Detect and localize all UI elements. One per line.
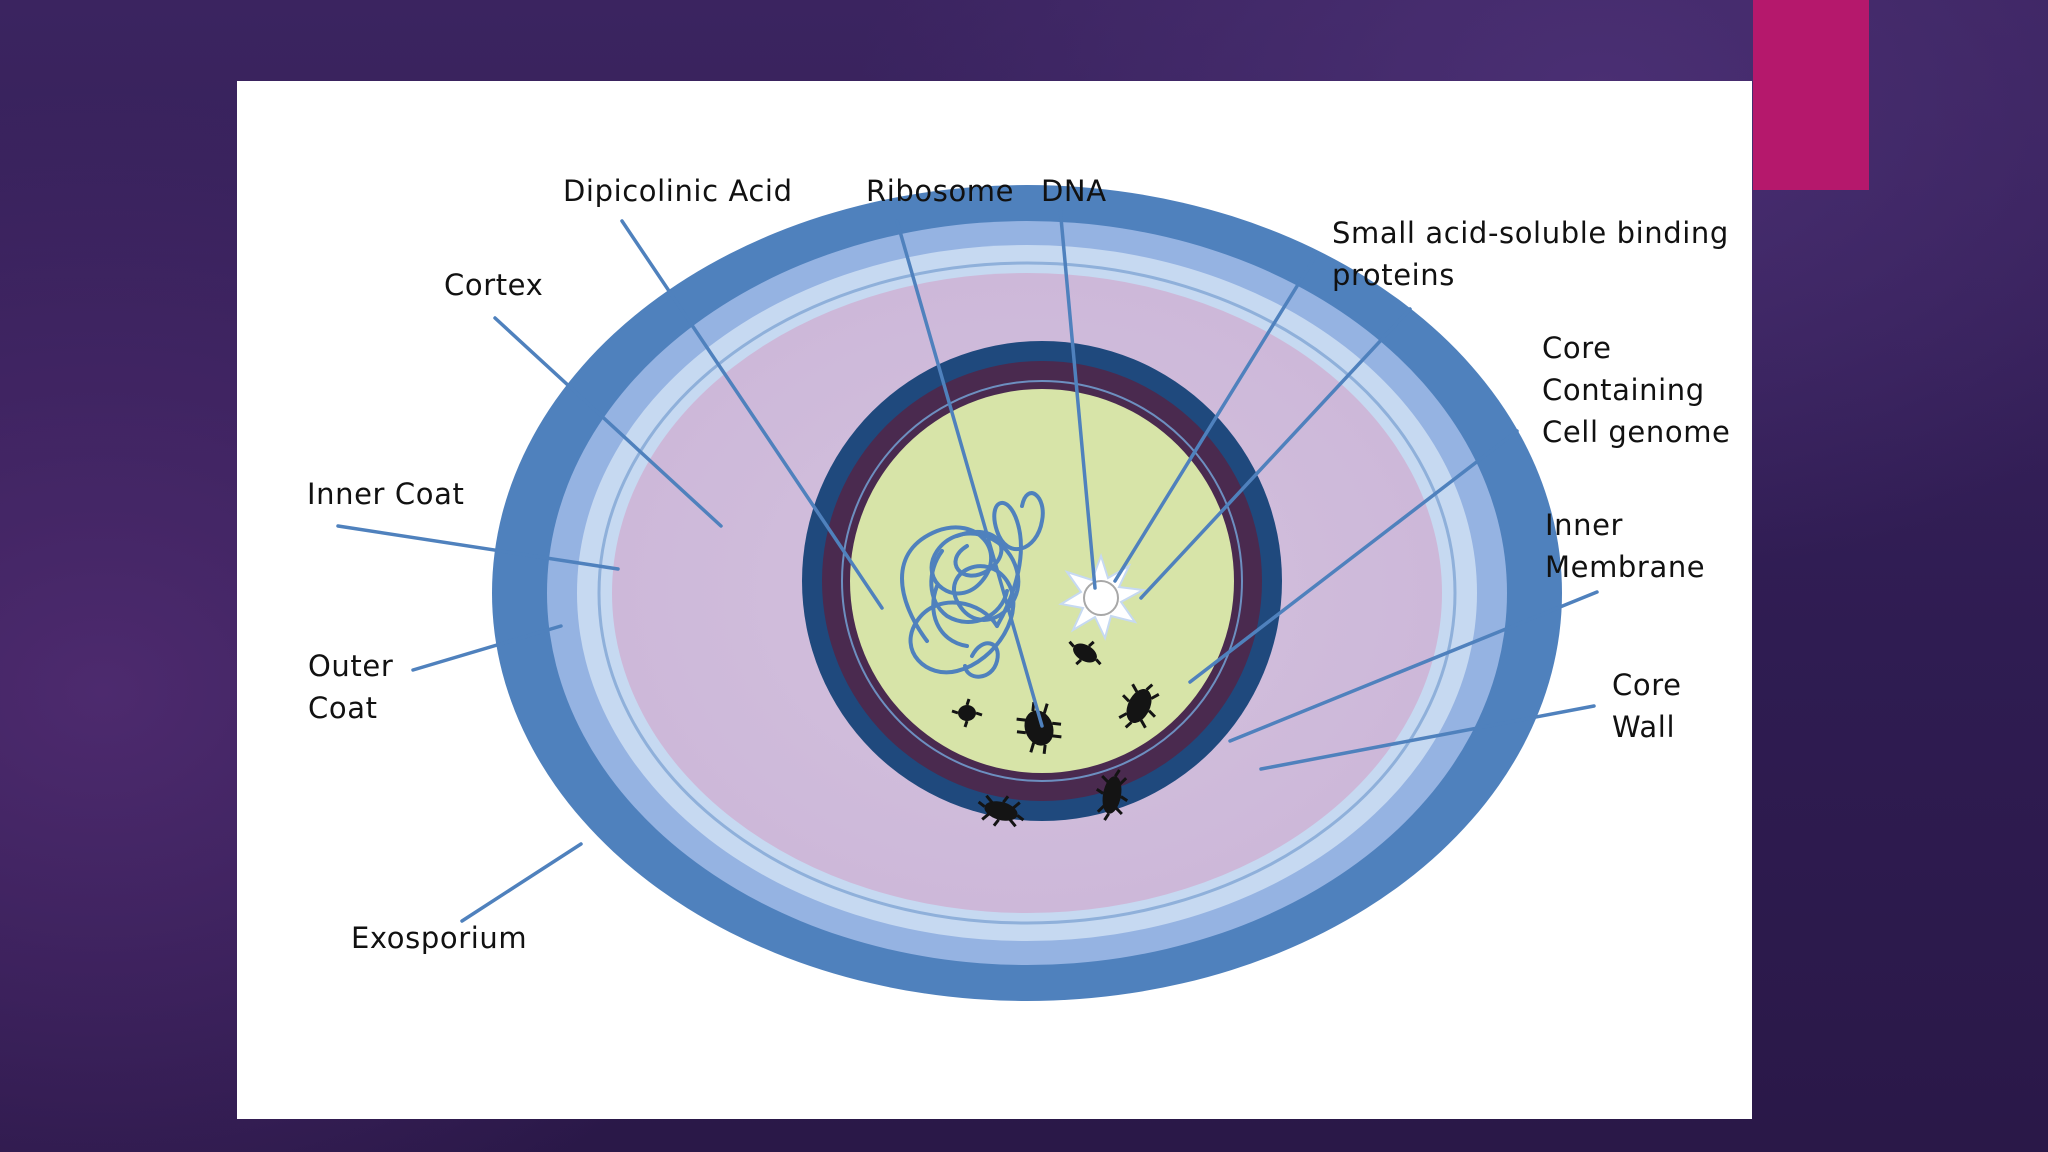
leader-dipicolinic-acid	[620, 219, 884, 610]
granule	[1068, 640, 1102, 666]
leader-inner-coat	[336, 524, 620, 571]
labels: Dipicolinic Acid Ribosome DNA Small acid…	[307, 174, 1739, 955]
spore-structure-diagram: Dipicolinic Acid Ribosome DNA Small acid…	[307, 174, 1739, 1001]
label-exosporium: Exosporium	[351, 921, 527, 955]
leader-exosporium	[460, 842, 583, 923]
label-dipicolinic-acid: Dipicolinic Acid	[563, 174, 793, 208]
ribosome-granules	[951, 640, 1160, 828]
label-core-genome: Core Containing Cell genome	[1542, 331, 1731, 449]
label-sasp: Small acid-soluble binding proteins	[1332, 216, 1739, 292]
leader-inner-membrane	[1228, 590, 1599, 743]
label-cortex: Cortex	[444, 268, 543, 302]
accent-block	[1753, 0, 1869, 190]
label-core-wall: Core Wall	[1612, 668, 1691, 744]
inner-coat-ring	[597, 261, 1457, 925]
leader-lines	[336, 205, 1599, 923]
granule	[1016, 702, 1062, 754]
leader-sasp-2	[1139, 307, 1412, 600]
spore-diagram-figure: Dipicolinic Acid Ribosome DNA Small acid…	[237, 81, 1752, 1119]
granule	[951, 698, 983, 728]
label-inner-membrane: Inner Membrane	[1545, 508, 1705, 584]
label-ribosome: Ribosome	[866, 174, 1014, 208]
label-dna: DNA	[1041, 174, 1107, 208]
leader-ribosome	[895, 219, 1044, 728]
label-inner-coat: Inner Coat	[307, 477, 464, 511]
sasp-star	[1058, 552, 1147, 641]
leader-sasp-1	[1113, 255, 1317, 583]
leader-core	[1188, 429, 1519, 684]
granule	[1095, 769, 1129, 821]
leader-dna	[1058, 205, 1097, 590]
core-boundary	[841, 380, 1243, 782]
leader-cortex	[493, 316, 723, 528]
label-outer-coat: Outer Coat	[308, 649, 403, 725]
granule	[977, 794, 1025, 828]
core-cytoplasm	[850, 389, 1234, 773]
leader-outer-coat	[411, 624, 563, 672]
leader-core-wall	[1259, 704, 1596, 771]
granule	[1118, 683, 1160, 729]
